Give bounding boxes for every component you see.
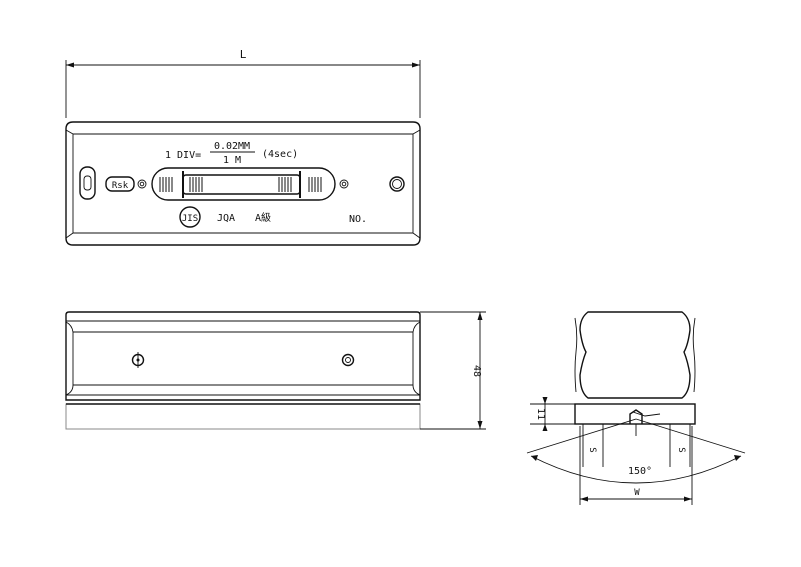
formula-numerator: 0.02MM [214,141,250,152]
formula-seconds: (4sec) [262,149,298,160]
width-dimension: W [579,426,693,505]
vial-graduations [159,177,322,192]
angle-dimension: 150° [526,418,746,484]
adjuster-slot [79,166,96,200]
side-gap-left-label: S [587,447,597,452]
side-gap-left: S [582,424,604,467]
jis-mark: JIS [182,214,198,224]
bubble-vial [151,167,336,201]
top-view: L 1 DIV= 0.02MM 1 M (4sec) Rsk [65,48,421,246]
formula-prefix: 1 DIV= [165,150,201,161]
grade-label: A級 [255,211,271,224]
jqa-mark: JQA [217,213,235,224]
length-dimension: L [65,48,421,118]
side-gap-right: S [669,424,691,467]
height-label: 48 [471,365,482,377]
side-view: 11 S S 150° W [526,311,746,505]
division-formula: 1 DIV= 0.02MM 1 M (4sec) [165,141,298,166]
angle-label: 150° [628,466,652,477]
formula-denominator: 1 M [223,155,241,166]
rsk-logo: Rsk [105,176,135,192]
base-label: 11 [535,408,546,420]
front-view: 48 [65,311,486,430]
side-gap-right-label: S [676,447,686,452]
top-body [65,121,421,246]
front-screw-left [131,352,145,368]
width-label: W [634,488,640,498]
length-label: L [240,48,247,61]
certification-row: JIS JQA A級 NO. [179,206,367,228]
vial-screw-left [137,179,147,189]
serial-number-label: NO. [349,214,367,225]
front-screw-right [341,353,355,367]
rsk-logo-text: Rsk [112,181,129,191]
mounting-hole [389,176,405,192]
vial-screw-right [339,179,349,189]
base-dimension: 11 [530,397,575,431]
height-dimension: 48 [420,311,486,430]
